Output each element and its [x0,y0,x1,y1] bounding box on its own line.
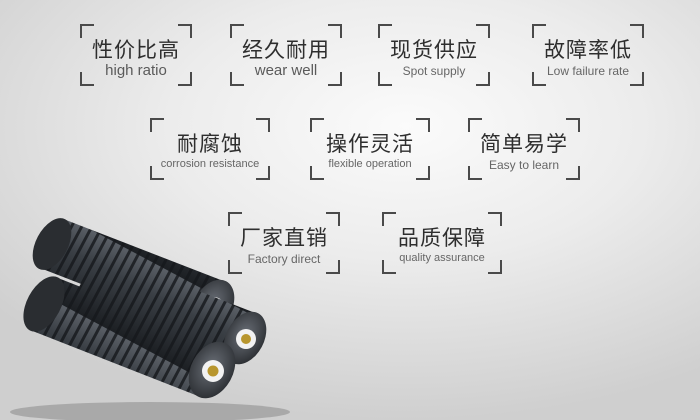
roller-right [72,252,267,365]
feature-factory-direct: 厂家直销 Factory direct [228,212,340,274]
feature-title: 耐腐蚀 [177,132,243,156]
feature-title: 厂家直销 [240,226,328,250]
feature-subtitle: Spot supply [402,64,466,78]
feature-title: 品质保障 [398,226,486,250]
feature-corrosion-resistance: 耐腐蚀 corrosion resistance [150,118,270,180]
feature-subtitle: corrosion resistance [160,158,260,170]
roller-bottom [23,276,236,399]
feature-title: 经久耐用 [242,38,330,62]
feature-subtitle: quality assurance [399,252,485,264]
feature-subtitle: Low failure rate [546,64,630,78]
feature-easy-to-learn: 简单易学 Easy to learn [468,118,580,180]
feature-flexible-operation: 操作灵活 flexible operation [310,118,430,180]
feature-wear-well: 经久耐用 wear well [230,24,342,86]
feature-subtitle: flexible operation [328,158,412,170]
feature-low-failure-rate: 故障率低 Low failure rate [532,24,644,86]
feature-subtitle: Easy to learn [488,158,560,172]
feature-spot-supply: 现货供应 Spot supply [378,24,490,86]
feature-title: 性价比高 [92,38,180,62]
feature-subtitle: wear well [254,62,318,79]
feature-title: 操作灵活 [326,132,414,156]
feature-subtitle: high ratio [105,62,167,79]
feature-high-ratio: 性价比高 high ratio [80,24,192,86]
feature-title: 简单易学 [480,132,568,156]
roller-shadow [10,402,290,420]
feature-quality-assurance: 品质保障 quality assurance [382,212,502,274]
feature-title: 故障率低 [544,38,632,62]
feature-subtitle: Factory direct [247,252,321,266]
feature-title: 现货供应 [390,38,478,62]
